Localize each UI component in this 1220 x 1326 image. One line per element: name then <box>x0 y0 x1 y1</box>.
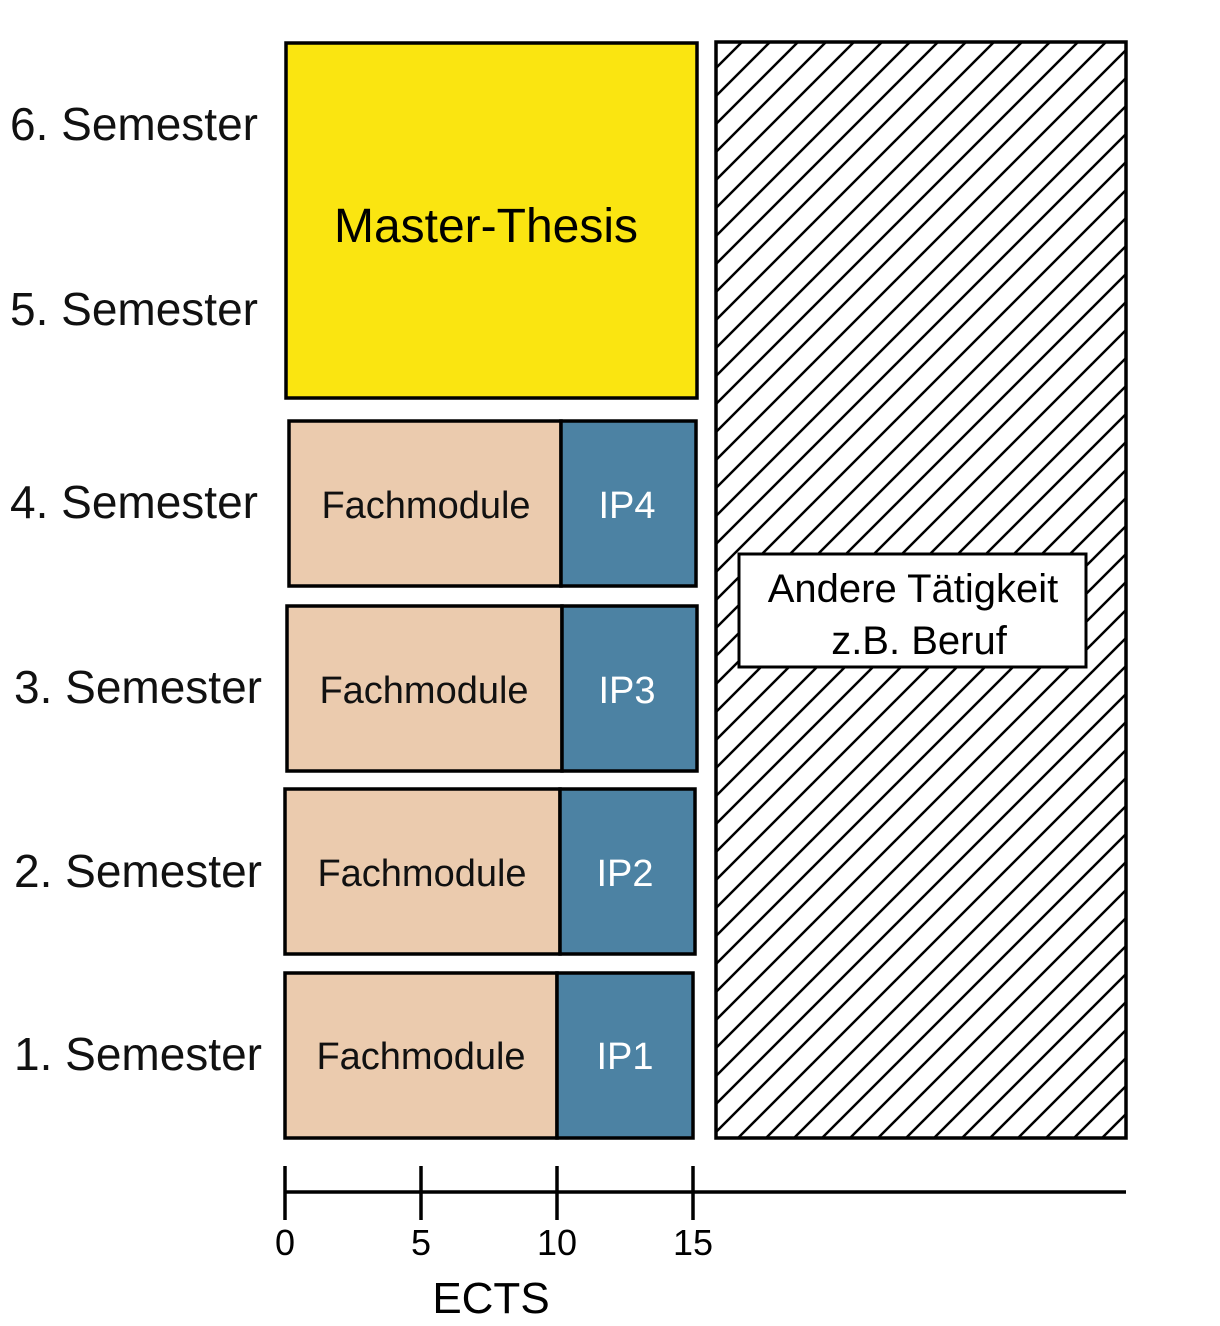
semester-label-5: 5. Semester <box>10 283 258 335</box>
master-thesis-label: Master-Thesis <box>334 200 638 253</box>
axis-tick-label-15: 15 <box>673 1222 713 1263</box>
ip-block <box>555 971 695 1140</box>
axis-tick-label-5: 5 <box>411 1222 431 1263</box>
semester-label-1: 1. Semester <box>14 1028 262 1080</box>
ip-block <box>560 604 699 773</box>
semester-label-6: 6. Semester <box>10 98 258 150</box>
fachmodule-block <box>283 787 562 956</box>
semester-row-1: Fachmodule IP1 <box>283 971 695 1140</box>
other-activity-line1: Andere Tätigkeit <box>768 567 1059 611</box>
semester-row-4: Fachmodule IP4 <box>287 419 698 588</box>
semester-label-3: 3. Semester <box>14 661 262 713</box>
semester-row-3: Fachmodule IP3 <box>285 604 699 773</box>
fachmodule-label: Fachmodule <box>319 670 528 712</box>
other-activity-line2: z.B. Beruf <box>831 619 1008 663</box>
ip-block <box>558 787 697 956</box>
ip-label: IP3 <box>598 670 655 712</box>
fachmodule-label: Fachmodule <box>321 485 530 527</box>
axis-tick-label-0: 0 <box>275 1222 295 1263</box>
other-activity-label-box <box>737 552 1088 669</box>
axis-tick-label-10: 10 <box>537 1222 577 1263</box>
fachmodule-label: Fachmodule <box>317 853 526 895</box>
semester-row-2: Fachmodule IP2 <box>283 787 697 956</box>
fachmodule-block <box>287 419 563 588</box>
semester-label-4: 4. Semester <box>10 476 258 528</box>
ip-label: IP2 <box>596 853 653 895</box>
fachmodule-block <box>283 971 559 1140</box>
master-thesis-block <box>284 41 699 400</box>
axis-title: ECTS <box>432 1274 549 1323</box>
ip-block <box>559 419 698 588</box>
ip-label: IP1 <box>596 1036 653 1078</box>
semester-label-2: 2. Semester <box>14 845 262 897</box>
ip-label: IP4 <box>598 485 655 527</box>
fachmodule-label: Fachmodule <box>316 1036 525 1078</box>
